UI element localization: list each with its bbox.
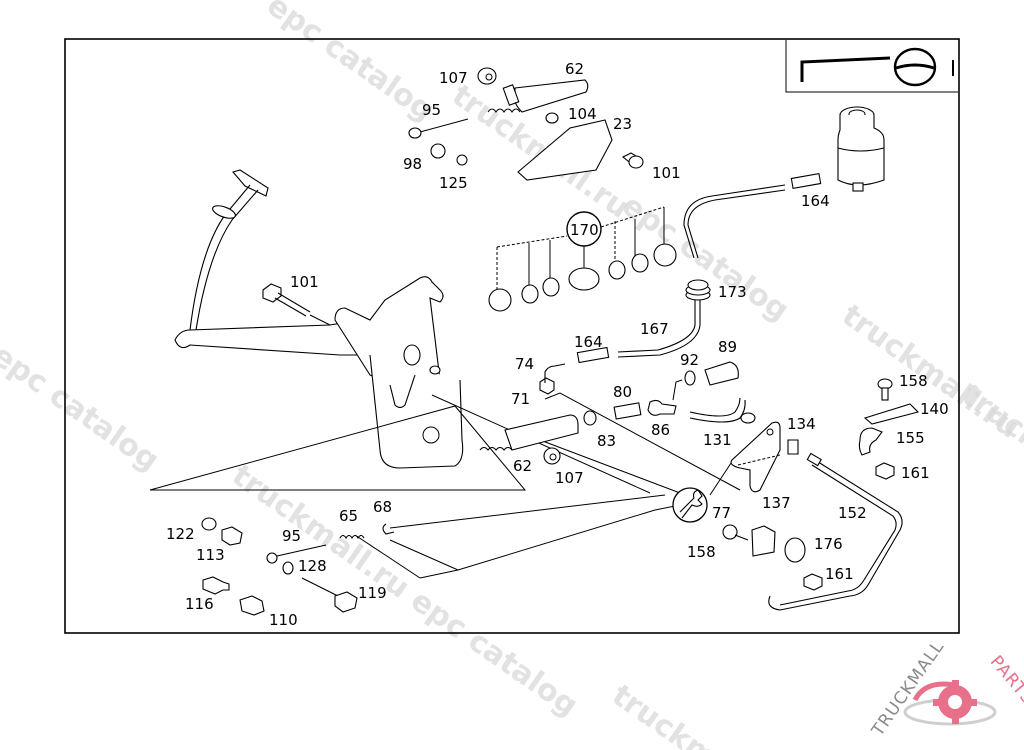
callout: 176 [814,535,843,553]
callout: 137 [762,494,791,512]
fittings [544,346,756,424]
callout: 62 [513,457,532,475]
fluid-reservoir [837,106,885,192]
callout: 80 [613,383,632,401]
callout: 164 [801,192,830,210]
watermark: epc catalog [0,338,165,479]
callout: 104 [568,105,597,123]
callout: 71 [511,390,530,408]
bracket-137 [730,421,799,493]
watermark: truckmall.ru [955,378,1024,526]
grommet-173 [685,279,711,301]
callout: 155 [896,429,925,447]
callout: 131 [703,431,732,449]
callout: 74 [515,355,534,373]
callout: 107 [439,69,468,87]
callout: 125 [439,174,468,192]
callout: 107 [555,469,584,487]
watermark: truckmall.ru epc catalog [225,458,584,724]
master-cylinder-top [408,67,644,181]
callout: 101 [290,273,319,291]
callout: 173 [718,283,747,301]
callout: 83 [597,432,616,450]
clamp-parts-right [858,378,920,480]
callout: 23 [613,115,632,133]
callout: 110 [269,611,298,629]
callout: 158 [899,372,928,390]
watermarks-front: truckmall.ru [955,378,1024,526]
callout: 170 [570,221,599,239]
callout: 158 [687,543,716,561]
steering-wheel-icon [785,40,958,93]
callout: 95 [282,527,301,545]
hose-assembly [617,173,822,358]
callout: 167 [640,320,669,338]
callout: 134 [787,415,816,433]
callout-labels: 107 62 95 104 23 98 125 101 164 170 173 … [166,60,949,629]
clutch-pedal-assembly [174,169,464,469]
callout: 122 [166,525,195,543]
diagram-frame [64,38,960,634]
watermark: epc catalog [260,0,440,128]
callout: 62 [565,60,584,78]
callout: 89 [718,338,737,356]
callout: 113 [196,546,225,564]
callout: 116 [185,595,214,613]
callout: 140 [920,400,949,418]
callout: 119 [358,584,387,602]
slave-cylinder [479,377,597,465]
callout: 86 [651,421,670,439]
bolt-101 [262,283,331,326]
callout: 164 [574,333,603,351]
lower-left-parts [201,517,395,616]
callout: 77 [712,504,731,522]
callout: 128 [298,557,327,575]
leader-lines [149,392,741,579]
callout: 65 [339,507,358,525]
callout: 95 [422,101,441,119]
logo-text-main: TRUCKMALL [867,637,948,741]
logo-text-accent: PARTS [986,652,1024,709]
callout: 152 [838,504,867,522]
truckmall-parts-logo: TRUCKMALL PARTS [867,637,1024,741]
callout: 161 [825,565,854,583]
callout: 101 [652,164,681,182]
repair-kit-170 [488,206,677,312]
callout: 161 [901,464,930,482]
pipe-152 [768,452,903,611]
callout: 92 [680,351,699,369]
callout: 68 [373,498,392,516]
gear-icon [903,680,997,726]
lower-right-parts [672,487,823,591]
callout: 98 [403,155,422,173]
